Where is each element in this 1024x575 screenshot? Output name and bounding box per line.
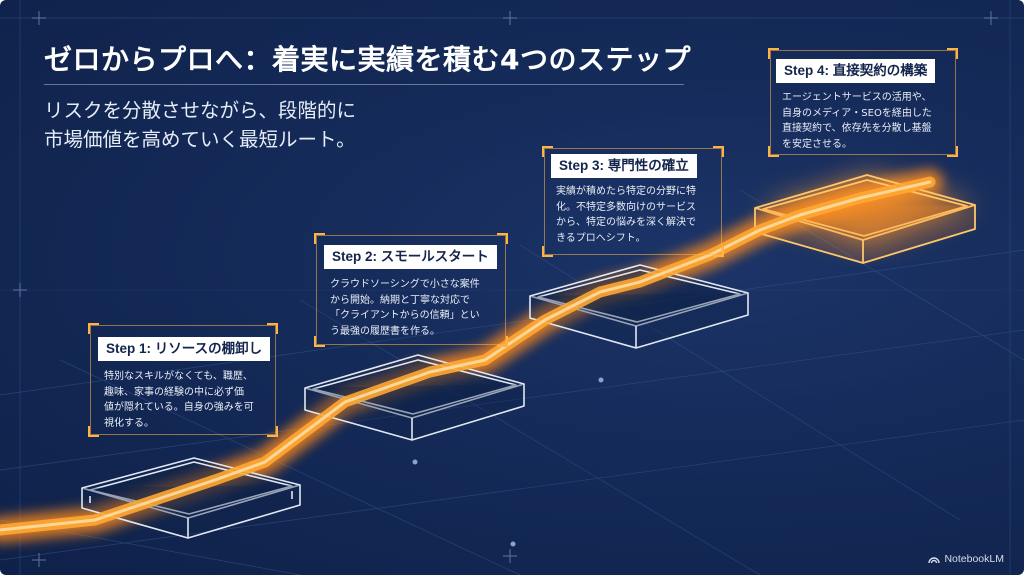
platform-step-3 (529, 264, 749, 349)
growth-path (0, 176, 936, 536)
notebooklm-watermark: NotebookLM (928, 553, 1004, 565)
platform-step-4 (754, 174, 976, 264)
step-title: Step 3: 専門性の確立 (551, 154, 697, 178)
slide-subtitle: リスクを分散させながら、段階的に 市場価値を高めていく最短ルート。 (44, 96, 464, 154)
step-description: 実績が積めたら特定の分野に特 化。不特定多数向けのサービス から、特定の悩みを深… (556, 186, 696, 244)
step-title: Step 1: リソースの棚卸し (98, 337, 271, 361)
step4-halo (760, 175, 975, 245)
step-card-1: Step 1: リソースの棚卸し 特別なスキルがなくても、職歴、 趣味、家事の経… (88, 323, 278, 437)
notebooklm-logo-icon (928, 556, 941, 563)
crosshair-marks (13, 11, 998, 567)
subtitle-line: リスクを分散させながら、段階的に (44, 99, 357, 122)
step-title: Step 4: 直接契約の構築 (776, 59, 936, 83)
step-card-4: Step 4: 直接契約の構築 エージェントサービスの活用や、 自身のメディア・… (768, 48, 958, 157)
slide-title: ゼロからプロへ：着実に実績を積む4つのステップ (44, 43, 691, 76)
subtitle-line: 市場価値を高めていく最短ルート。 (44, 128, 356, 151)
step-title: Step 2: スモールスタート (324, 245, 497, 269)
step-description: エージェントサービスの活用や、 自身のメディア・SEOを経由した 直接契約で、依… (782, 92, 932, 150)
step-card-3: Step 3: 専門性の確立 実績が積めたら特定の分野に特 化。不特定多数向けの… (542, 146, 724, 257)
step-card-2: Step 2: スモールスタート クラウドソーシングで小さな案件 から開始。納期… (314, 233, 508, 347)
step-description: 特別なスキルがなくても、職歴、 趣味、家事の経験の中に必ず価 値が隠れている。自… (104, 371, 254, 429)
watermark-text: NotebookLM (944, 553, 1004, 565)
step-description: クラウドソーシングで小さな案件 から開始。納期と丁寧な対応で 「クライアントから… (330, 279, 480, 337)
title-divider (44, 84, 684, 85)
